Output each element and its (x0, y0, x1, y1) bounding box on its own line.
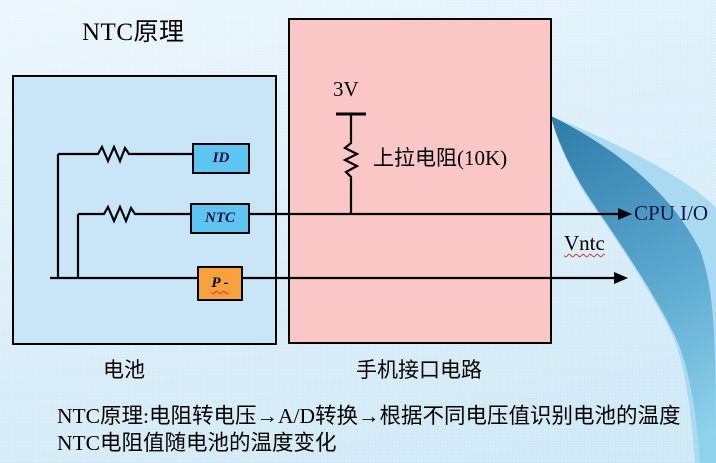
page-title: NTC原理 (82, 19, 185, 46)
pullup-resistor-label: 上拉电阻(10K) (373, 146, 508, 170)
cpu-io-arrowhead-icon (618, 208, 632, 220)
battery-pin-id: ID (192, 143, 250, 174)
pin-pminus-label: P - (211, 275, 229, 291)
supply-voltage-label: 3V (333, 77, 359, 101)
phone-interface-block (288, 18, 552, 344)
battery-pin-pminus: P - (197, 266, 243, 301)
notes-block: NTC原理:电阻转电压→A/D转换→根据不同电压值识别电池的温度 NTC电阻值随… (57, 403, 716, 457)
vntc-label: Vntc (564, 231, 605, 255)
pminus-arrowhead-icon (614, 272, 628, 284)
cpu-io-label: CPU I/O (634, 201, 709, 225)
pin-ntc-label: NTC (205, 210, 235, 226)
note-line-2: NTC电阻值随电池的温度变化 (57, 431, 337, 455)
pin-id-label: ID (212, 150, 230, 166)
battery-pin-ntc: NTC (190, 203, 250, 234)
interface-caption: 手机接口电路 (356, 358, 482, 382)
battery-caption: 电池 (103, 358, 145, 382)
note-line-1: NTC原理:电阻转电压→A/D转换→根据不同电压值识别电池的温度 (57, 404, 681, 428)
